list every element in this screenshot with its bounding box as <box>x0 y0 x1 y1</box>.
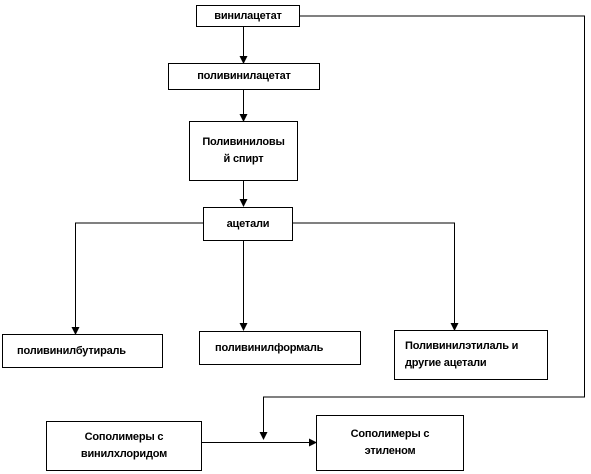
node-polyvinylacetate: поливинилацетат <box>168 63 320 90</box>
node-polyvinyl-alcohol-line-1: Поливиниловы <box>202 136 285 148</box>
node-polyvinylformal-label: поливинилформаль <box>215 341 324 354</box>
arrow-acetals-to-ethylal <box>292 222 459 331</box>
node-polyvinylacetate-label: поливинилацетат <box>197 70 291 82</box>
node-copolymers-ethylene: Сополимеры с этиленом <box>316 415 464 471</box>
node-polyvinylbutyral-label: поливинилбутираль <box>17 344 126 357</box>
arrow-vinylacetate-to-copolymers <box>259 15 585 440</box>
node-vinylacetate: винилацетат <box>196 5 300 27</box>
node-acetals: ацетали <box>203 207 293 241</box>
node-polyvinylethylal-line-1: Поливинилэтилаль и <box>405 340 519 352</box>
arrow-acetals-to-butyral <box>71 222 203 335</box>
node-polyvinylethylal: Поливинилэтилаль и другие ацетали <box>394 330 548 380</box>
node-copolymers-ethylene-line-2: этиленом <box>364 445 416 457</box>
node-acetals-label: ацетали <box>226 217 270 230</box>
node-polyvinylformal: поливинилформаль <box>199 331 361 365</box>
node-copolymers-vinylchloride: Сополимеры с винилхлоридом <box>46 421 202 471</box>
node-copolymers-vinylchloride-line-1: Сополимеры с <box>84 431 164 443</box>
node-copolymers-vinylchloride-line-2: винилхлоридом <box>80 448 168 460</box>
node-vinylacetate-label: винилацетат <box>214 9 282 22</box>
node-polyvinylethylal-line-2: другие ацетали <box>405 357 487 369</box>
node-polyvinyl-alcohol: Поливиниловы й спирт <box>189 121 298 181</box>
node-copolymers-ethylene-line-1: Сополимеры с <box>350 428 430 440</box>
node-polyvinyl-alcohol-line-2: й спирт <box>223 153 264 165</box>
node-polyvinylbutyral: поливинилбутираль <box>2 334 163 368</box>
